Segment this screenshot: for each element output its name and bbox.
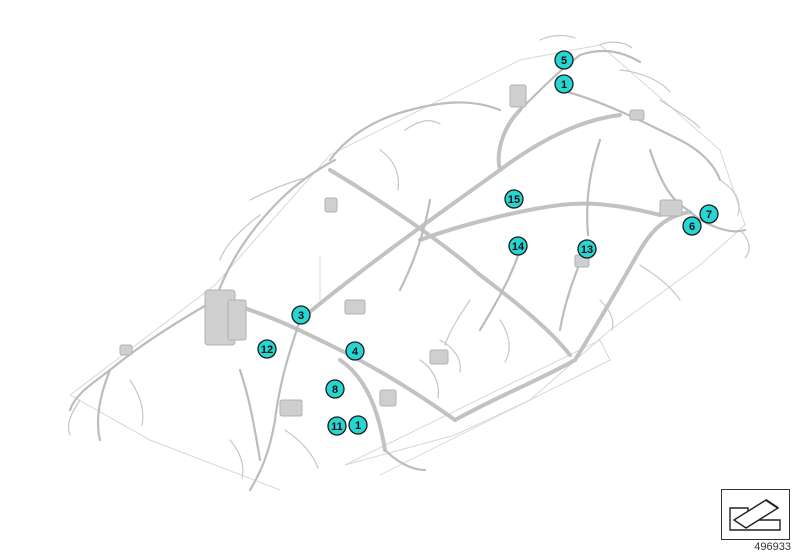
main-harness: [213, 108, 692, 452]
reference-number: 496933: [754, 541, 791, 553]
callout-3[interactable]: 3: [291, 305, 311, 325]
callout-1-bottom[interactable]: 1: [348, 415, 368, 435]
callout-4[interactable]: 4: [345, 341, 365, 361]
callout-12[interactable]: 12: [257, 339, 277, 359]
svg-text:11: 11: [331, 421, 343, 433]
vehicle-outline: [69, 44, 746, 491]
svg-text:6: 6: [689, 221, 695, 233]
svg-text:5: 5: [561, 55, 567, 67]
reference-box: [721, 489, 790, 540]
svg-text:7: 7: [706, 209, 712, 221]
svg-text:12: 12: [261, 344, 273, 356]
svg-text:4: 4: [352, 346, 359, 358]
svg-text:8: 8: [332, 384, 338, 396]
callout-15[interactable]: 15: [504, 189, 524, 209]
thin-wires: [67, 34, 750, 479]
branch-wires: [68, 49, 747, 492]
folded-sheet-icon: [729, 499, 781, 531]
harness-modules: [119, 84, 683, 417]
svg-text:13: 13: [581, 244, 593, 256]
callout-1-top[interactable]: 1: [554, 74, 574, 94]
svg-text:1: 1: [355, 420, 361, 432]
svg-text:15: 15: [508, 194, 520, 206]
callouts: 5 1 7 6 15 14: [257, 50, 719, 436]
svg-text:3: 3: [298, 310, 304, 322]
callout-11[interactable]: 11: [327, 416, 347, 436]
svg-text:1: 1: [561, 79, 567, 91]
svg-text:14: 14: [512, 241, 525, 253]
callout-5[interactable]: 5: [554, 50, 574, 70]
callout-8[interactable]: 8: [325, 379, 345, 399]
callout-7[interactable]: 7: [699, 204, 719, 224]
callout-6[interactable]: 6: [682, 216, 702, 236]
callout-13[interactable]: 13: [577, 239, 597, 259]
callout-14[interactable]: 14: [508, 236, 528, 256]
